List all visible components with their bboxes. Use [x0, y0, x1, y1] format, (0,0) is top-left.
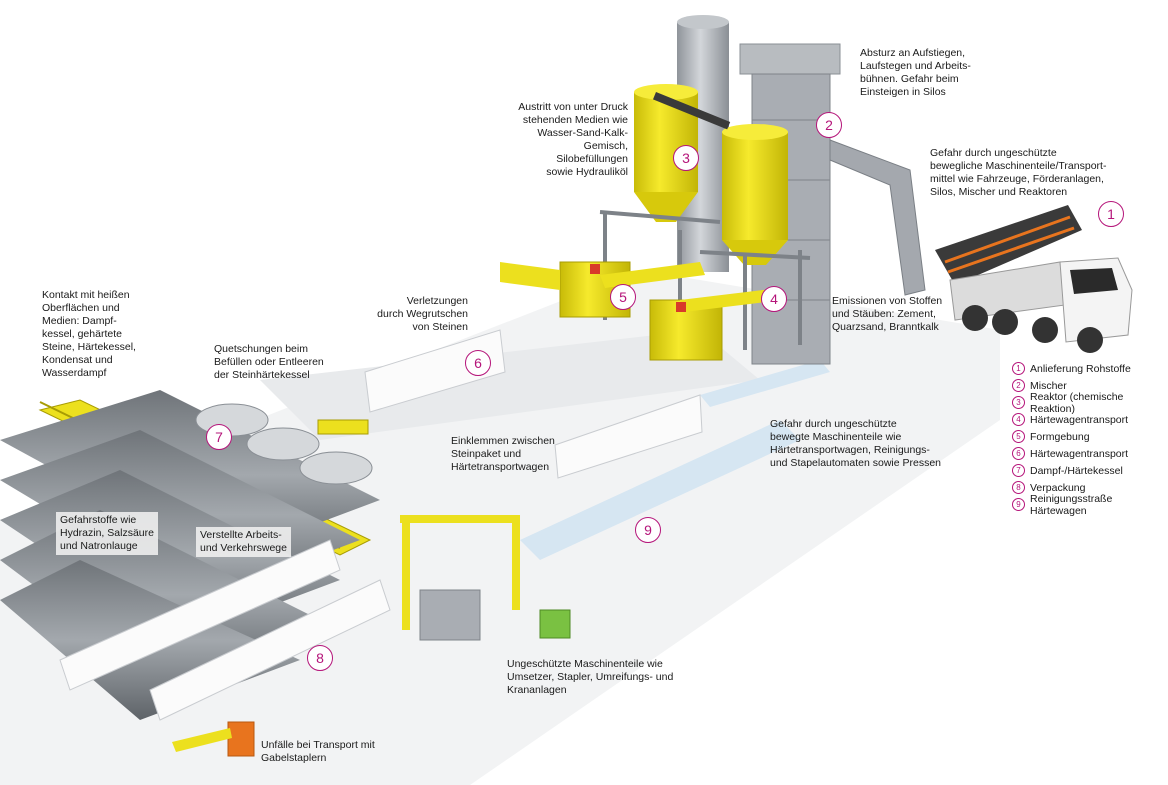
legend-number: 2	[1012, 379, 1025, 392]
legend-item: 7 Dampf-/Härtekessel	[1012, 462, 1168, 479]
feed-conveyor	[829, 139, 926, 296]
marker-7: 7	[206, 424, 232, 450]
annotation-pressure-media: Austritt von unter Druck stehenden Medie…	[518, 101, 628, 178]
legend-label: Formgebung	[1030, 430, 1090, 443]
legend-item: 2 Mischer	[1012, 377, 1168, 394]
marker-8: 8	[307, 645, 333, 671]
marker-1: 1	[1098, 201, 1124, 227]
marker-5: 5	[610, 284, 636, 310]
legend-number: 8	[1012, 481, 1025, 494]
brick-stacks-upper	[364, 329, 703, 479]
marker-4: 4	[761, 286, 787, 312]
legend-label: Verpackung	[1030, 481, 1086, 494]
annotation-hot-surfaces: Kontakt mit heißen Oberflächen und Medie…	[42, 289, 136, 379]
legend: 1 Anlieferung Rohstoffe 2 Mischer 3 Reaktor…	[1012, 360, 1168, 517]
legend-number: 5	[1012, 430, 1025, 443]
annotation-slipping-stones: Verletzungen durch Wegrutschen von Stein…	[377, 295, 468, 333]
legend-number: 1	[1012, 362, 1025, 375]
legend-item: 3 Reaktor (chemische Reaktion)	[1012, 391, 1168, 415]
annotation-unprotected-parts: Ungeschützte Maschinenteile wie Umsetzer…	[507, 658, 674, 696]
legend-number: 7	[1012, 464, 1025, 477]
legend-number: 4	[1012, 413, 1025, 426]
marker-6: 6	[465, 350, 491, 376]
legend-item: 4 Härtewagentransport	[1012, 411, 1168, 428]
annotation-moving-machinery: Gefahr durch ungeschützte bewegte Maschi…	[770, 418, 942, 469]
annotation-trapping: Einklemmen zwischen Steinpaket und Härte…	[451, 435, 555, 473]
legend-label: Mischer	[1030, 379, 1067, 392]
marker-9: 9	[635, 517, 661, 543]
legend-item: 9 Reinigungsstraße Härtewagen	[1012, 493, 1168, 517]
marker-3: 3	[673, 145, 699, 171]
annotation-moving-parts: Gefahr durch ungeschützte bewegliche Mas…	[930, 147, 1107, 198]
legend-label: Härtewagentransport	[1030, 413, 1129, 426]
marker-2: 2	[816, 112, 842, 138]
legend-item: 1 Anlieferung Rohstoffe	[1012, 360, 1168, 377]
legend-item: 6 Härtewagentransport	[1012, 445, 1168, 462]
annotation-blocked-paths: Verstellte Arbeits- und Verkehrswege	[196, 527, 291, 557]
reactor-silos	[634, 84, 788, 265]
legend-label: Reinigungsstraße Härtewagen	[1030, 492, 1113, 517]
legend-number: 3	[1012, 396, 1025, 409]
annotation-crushing: Quetschungen beim Befüllen oder Entleere…	[214, 343, 324, 381]
annotation-emissions: Emissionen von Stoffen und Stäuben: Zeme…	[832, 295, 943, 333]
legend-item: 5 Formgebung	[1012, 428, 1168, 445]
dump-truck	[935, 205, 1133, 353]
legend-item: 8 Verpackung	[1012, 479, 1168, 496]
legend-label: Anlieferung Rohstoffe	[1030, 362, 1131, 375]
annotation-fall-hazard: Absturz an Aufstiegen, Laufstegen und Ar…	[860, 47, 971, 98]
legend-label: Reaktor (chemische Reaktion)	[1030, 390, 1124, 415]
legend-label: Härtewagentransport	[1030, 447, 1129, 460]
legend-label: Dampf-/Härtekessel	[1030, 464, 1123, 477]
annotation-hazardous-substances: Gefahrstoffe wie Hydrazin, Salzsäure und…	[56, 512, 158, 555]
packaging-line	[59, 515, 520, 721]
forklifts	[172, 609, 571, 757]
legend-number: 6	[1012, 447, 1025, 460]
legend-number: 9	[1012, 498, 1025, 511]
annotation-forklift-accidents: Unfälle bei Transport mit Gabelstaplern	[261, 739, 375, 764]
